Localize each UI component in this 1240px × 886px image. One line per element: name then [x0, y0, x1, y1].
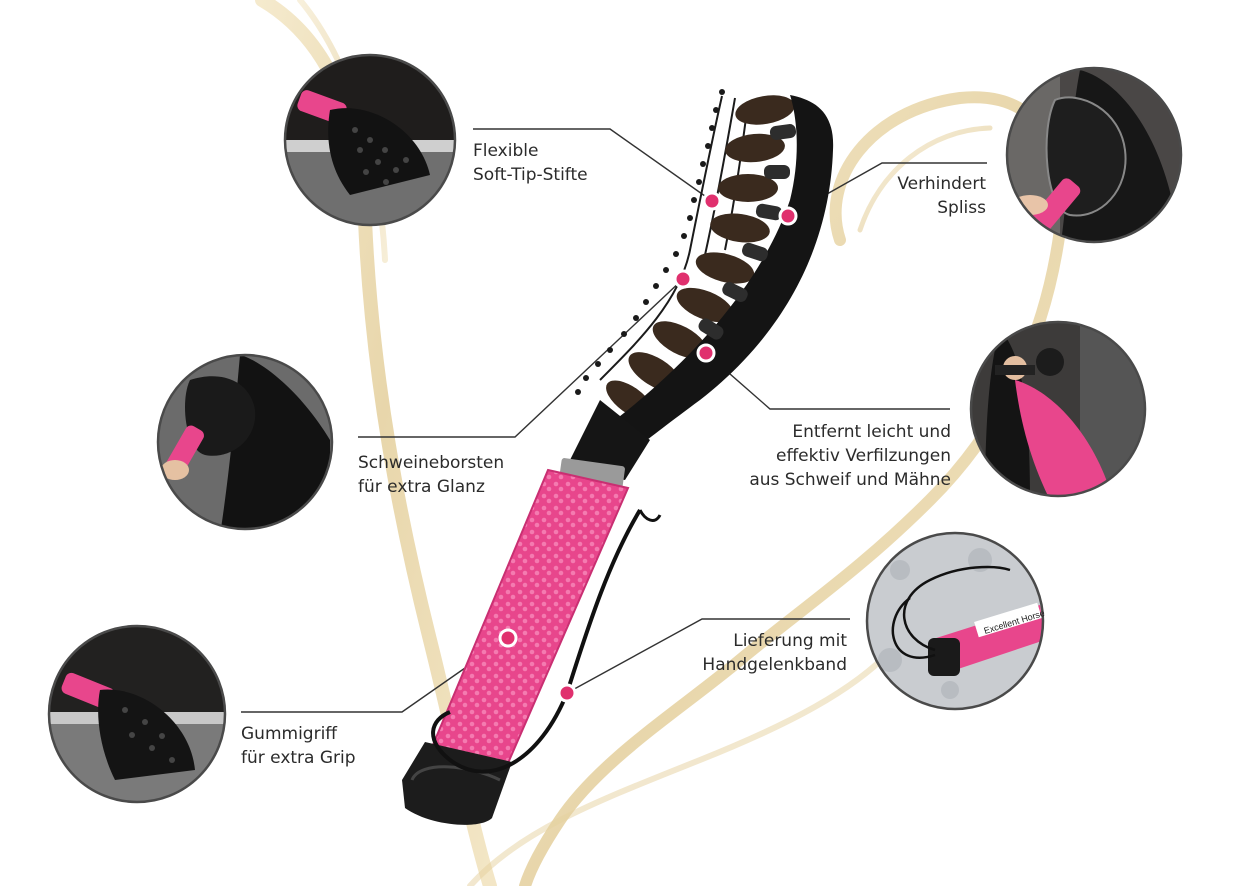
brush-illustration — [402, 89, 834, 825]
feature-label-line: Handgelenkband — [702, 655, 847, 675]
photo-rubber-grip-detail — [47, 624, 227, 804]
photo-tail-mane-brushing — [969, 320, 1147, 498]
photo-wrist-strap-detail: Excellent Horse — [865, 531, 1046, 711]
feature-label-line: effektiv Verfilzungen — [775, 446, 951, 466]
feature-label-detangle: Entfernt leicht und effektiv Verfilzunge… — [749, 420, 951, 492]
feature-label-line: für extra Glanz — [358, 477, 485, 497]
feature-label-line: Soft-Tip-Stifte — [473, 165, 588, 185]
feature-label-line: Gummigriff — [241, 724, 338, 744]
photo-split-ends-detail — [1005, 66, 1183, 244]
feature-label-line: für extra Grip — [241, 748, 356, 768]
photo-brush-pins-detail — [283, 53, 457, 227]
photo-boar-bristles-detail — [156, 353, 334, 531]
feature-label-split-ends: Verhindert Spliss — [897, 172, 986, 220]
feature-label-boar-bristles: Schweineborsten für extra Glanz — [358, 451, 504, 499]
feature-label-line: Lieferung mit — [733, 631, 847, 651]
feature-label-line: Flexible — [473, 141, 539, 161]
feature-label-rubber-grip: Gummigriff für extra Grip — [241, 722, 356, 770]
feature-label-line: Schweineborsten — [358, 453, 505, 473]
callout-dots — [498, 191, 798, 703]
feature-label-line: Verhindert — [897, 174, 986, 194]
feature-label-wrist-strap: Lieferung mit Handgelenkband — [702, 629, 847, 677]
feature-label-line: aus Schweif und Mähne — [749, 470, 951, 490]
feature-label-soft-tip-pins: Flexible Soft-Tip-Stifte — [473, 139, 588, 187]
feature-label-line: Spliss — [937, 198, 986, 218]
feature-label-line: Entfernt leicht und — [792, 422, 951, 442]
